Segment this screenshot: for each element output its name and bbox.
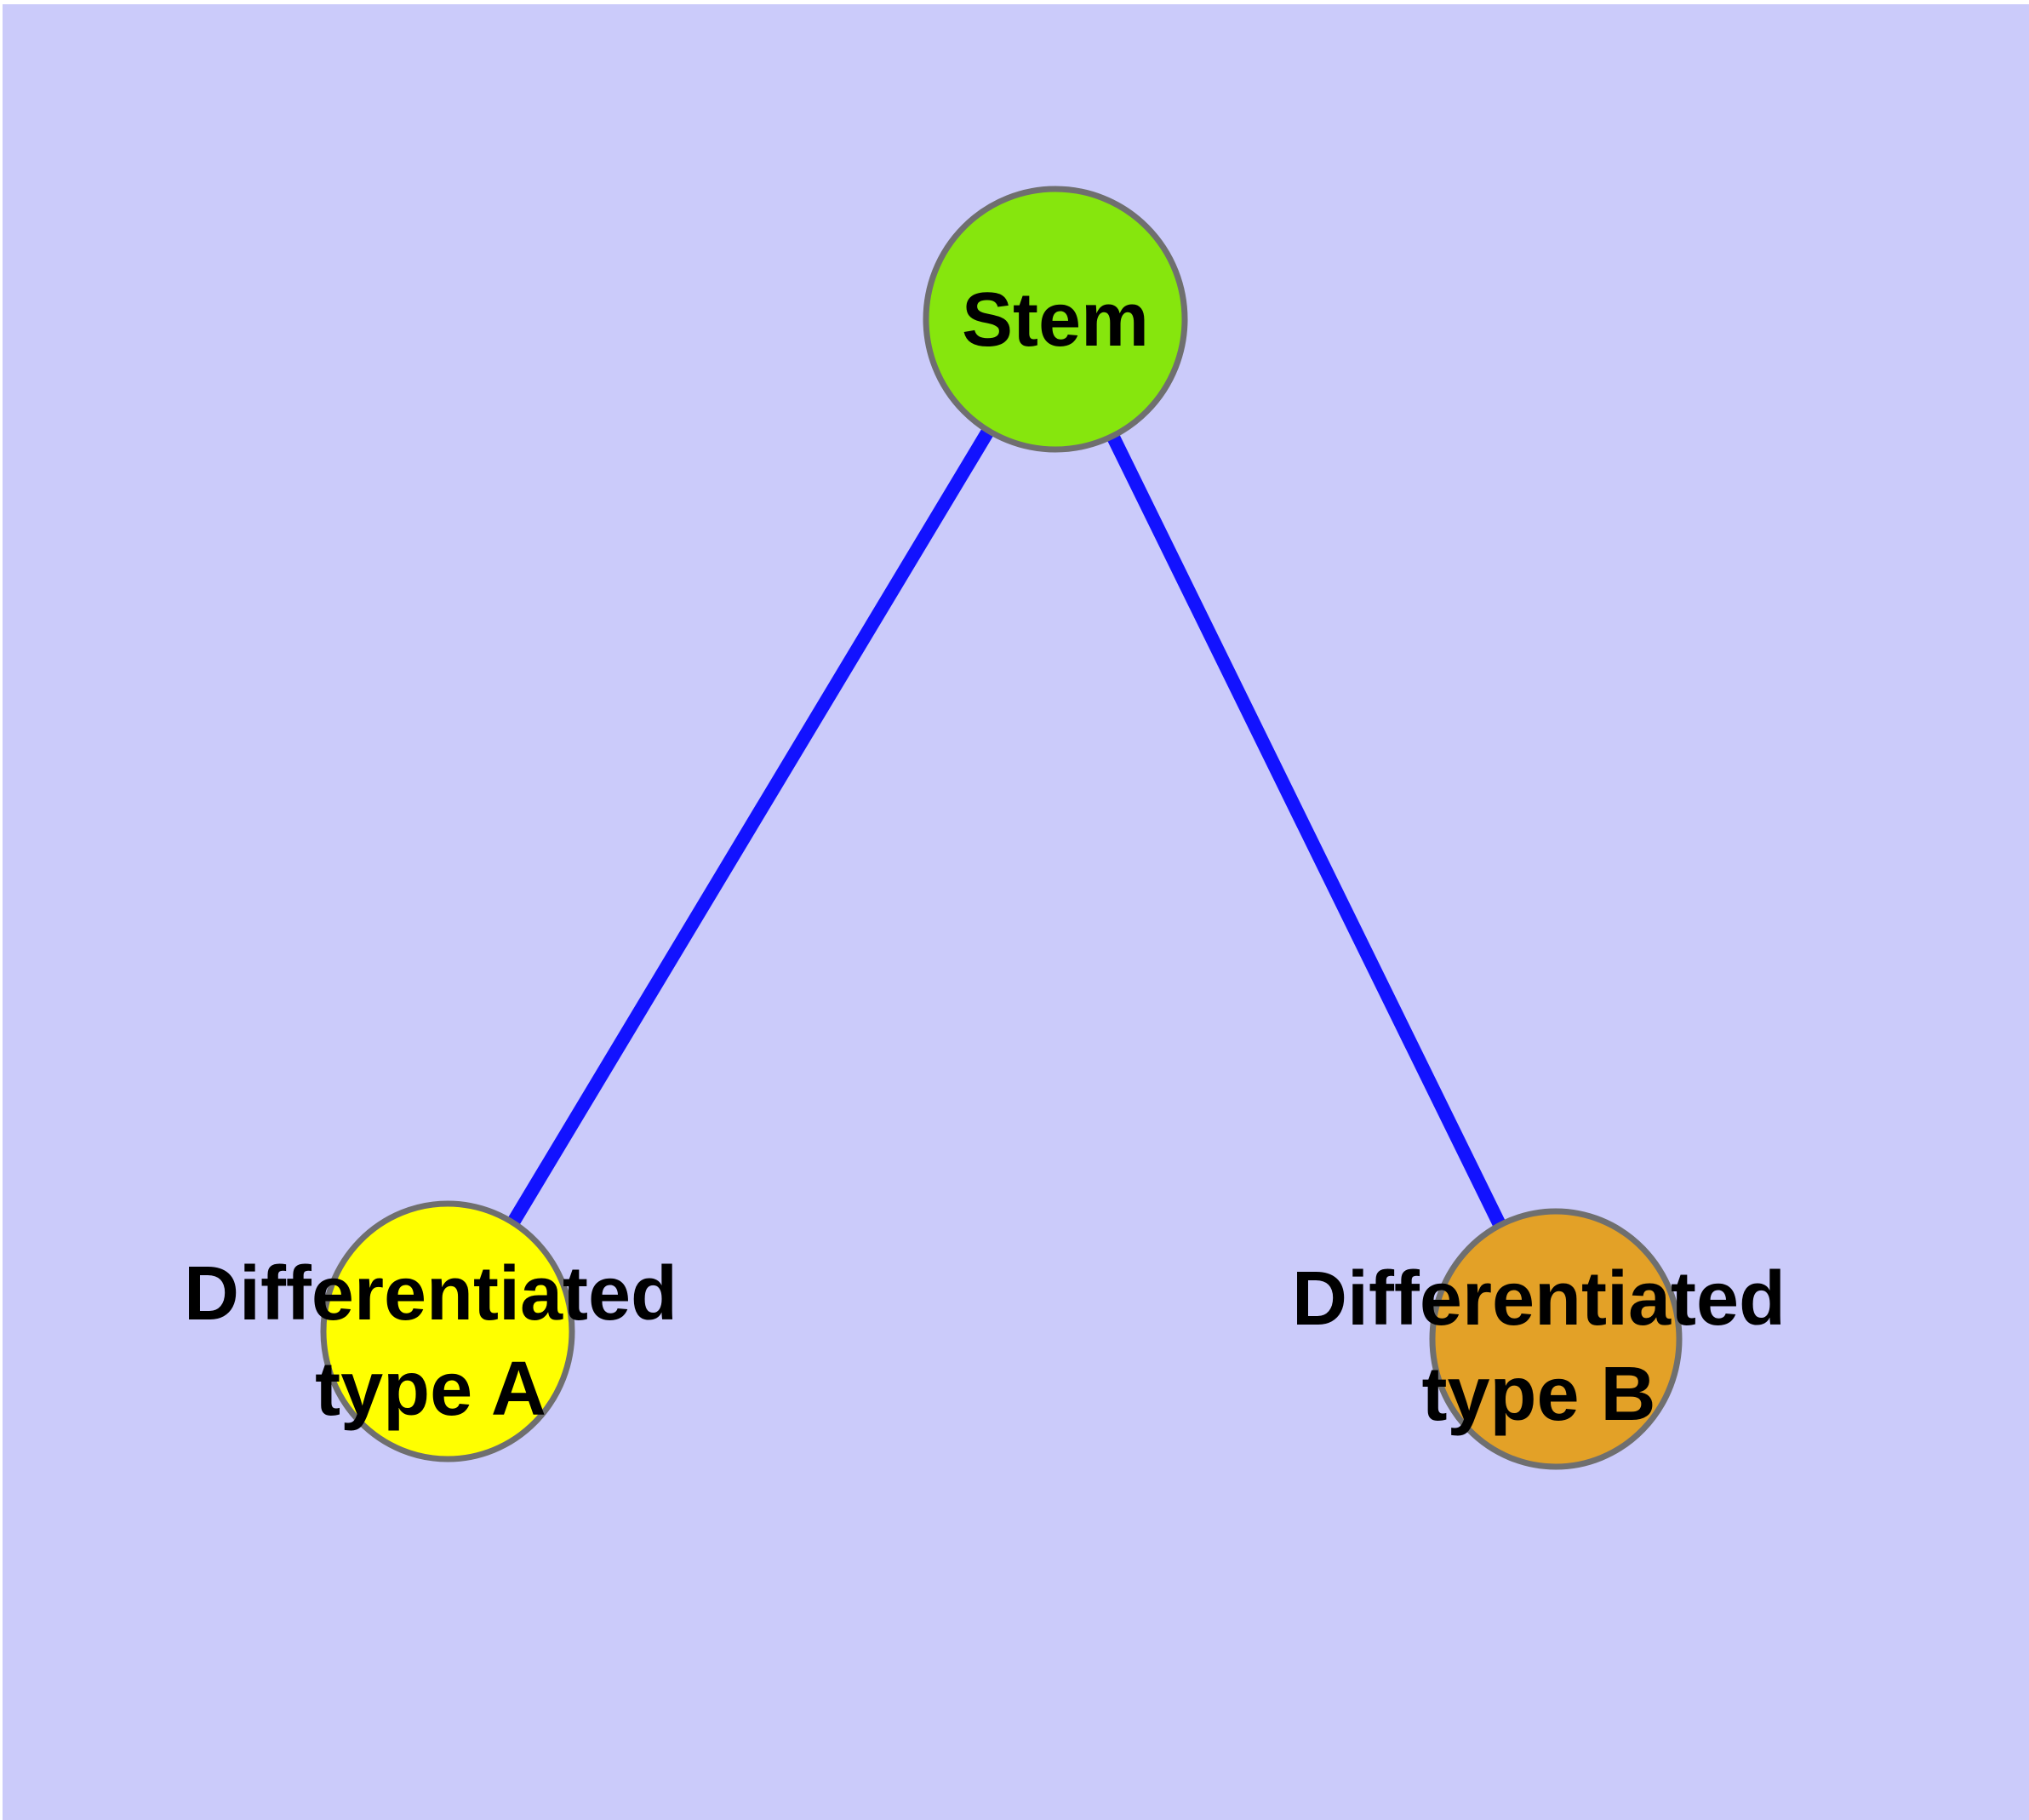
node-differentiated-type-a	[320, 1200, 575, 1462]
node-differentiated-type-b	[1429, 1208, 1683, 1470]
node-label-type-b-line2: type B	[1421, 1352, 1655, 1437]
node-stem	[923, 186, 1188, 453]
node-label-type-b-line1: Differentiated	[1292, 1256, 1786, 1342]
node-label-type-a-line2: type A	[315, 1347, 546, 1432]
edge-stem-to-type-b	[1049, 316, 1563, 1342]
node-label-stem: Stem	[962, 278, 1149, 363]
node-label-type-a-line1: Differentiated	[184, 1251, 677, 1336]
edge-stem-to-type-a	[442, 315, 1061, 1336]
